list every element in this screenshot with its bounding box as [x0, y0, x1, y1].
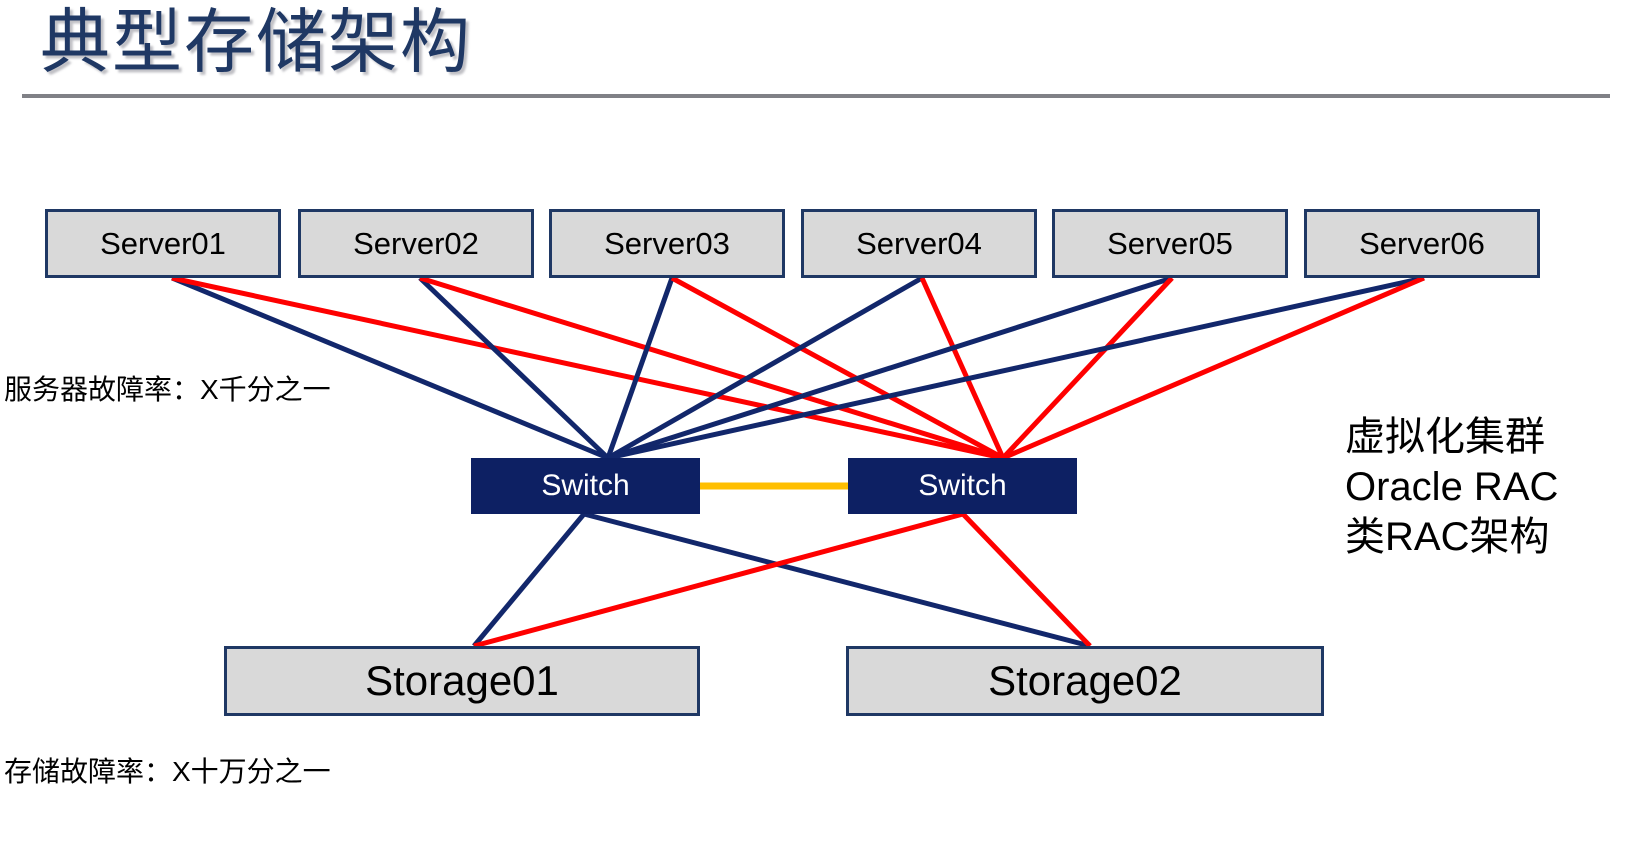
- node-server05[interactable]: Server05: [1052, 209, 1288, 278]
- link-server05-to-switch-right: [1001, 276, 1174, 460]
- node-switch-left[interactable]: Switch: [471, 458, 700, 514]
- link-switch-left-to-storage01: [472, 512, 586, 648]
- node-server06[interactable]: Server06: [1304, 209, 1540, 278]
- link-server02-to-switch-left: [418, 276, 610, 460]
- node-server04-label: Server04: [856, 225, 982, 261]
- link-server04-to-switch-right: [919, 276, 1006, 460]
- link-server01-to-switch-right: [171, 275, 1004, 461]
- node-storage02[interactable]: Storage02: [846, 646, 1324, 716]
- node-server01[interactable]: Server01: [45, 209, 281, 278]
- node-storage01-label: Storage01: [365, 657, 559, 704]
- link-switch-left-to-storage02: [583, 511, 1091, 649]
- node-server04[interactable]: Server04: [801, 209, 1037, 278]
- link-switch-right-to-storage02: [961, 512, 1092, 648]
- node-storage01[interactable]: Storage01: [224, 646, 700, 716]
- title-divider: [22, 94, 1610, 98]
- cluster-note-line-1: 虚拟化集群: [1345, 415, 1545, 459]
- link-server05-to-switch-left: [607, 275, 1173, 461]
- link-server03-to-switch-left: [605, 277, 675, 459]
- node-server03[interactable]: Server03: [549, 209, 785, 278]
- storage-failure-rate-note: 存储故障率：X十万分之一: [4, 756, 331, 787]
- cluster-note: 虚拟化集群 Oracle RAC 类RAC架构: [1345, 412, 1558, 562]
- link-server06-to-switch-left: [607, 275, 1425, 461]
- server-failure-rate-note: 服务器故障率：X千分之一: [4, 374, 331, 405]
- node-storage02-label: Storage02: [988, 657, 1182, 704]
- cluster-note-line-2: Oracle RAC: [1345, 465, 1559, 509]
- link-server02-to-switch-right: [419, 275, 1004, 461]
- node-server03-label: Server03: [604, 225, 730, 261]
- link-server04-to-switch-left: [606, 275, 924, 461]
- link-server06-to-switch-right: [1002, 275, 1425, 461]
- node-server01-label: Server01: [100, 225, 226, 261]
- node-server06-label: Server06: [1359, 225, 1485, 261]
- node-server02[interactable]: Server02: [298, 209, 534, 278]
- node-server05-label: Server05: [1107, 225, 1233, 261]
- page-title: 典型存储架构: [40, 3, 472, 81]
- node-switch-left-label: Switch: [541, 469, 630, 502]
- link-server01-to-switch-left: [171, 275, 609, 461]
- link-switch-right-to-storage01: [473, 511, 964, 649]
- link-server03-to-switch-right: [670, 275, 1005, 461]
- node-switch-right-label: Switch: [918, 469, 1007, 502]
- node-server02-label: Server02: [353, 225, 479, 261]
- cluster-note-line-3: 类RAC架构: [1345, 515, 1550, 559]
- node-switch-right[interactable]: Switch: [848, 458, 1077, 514]
